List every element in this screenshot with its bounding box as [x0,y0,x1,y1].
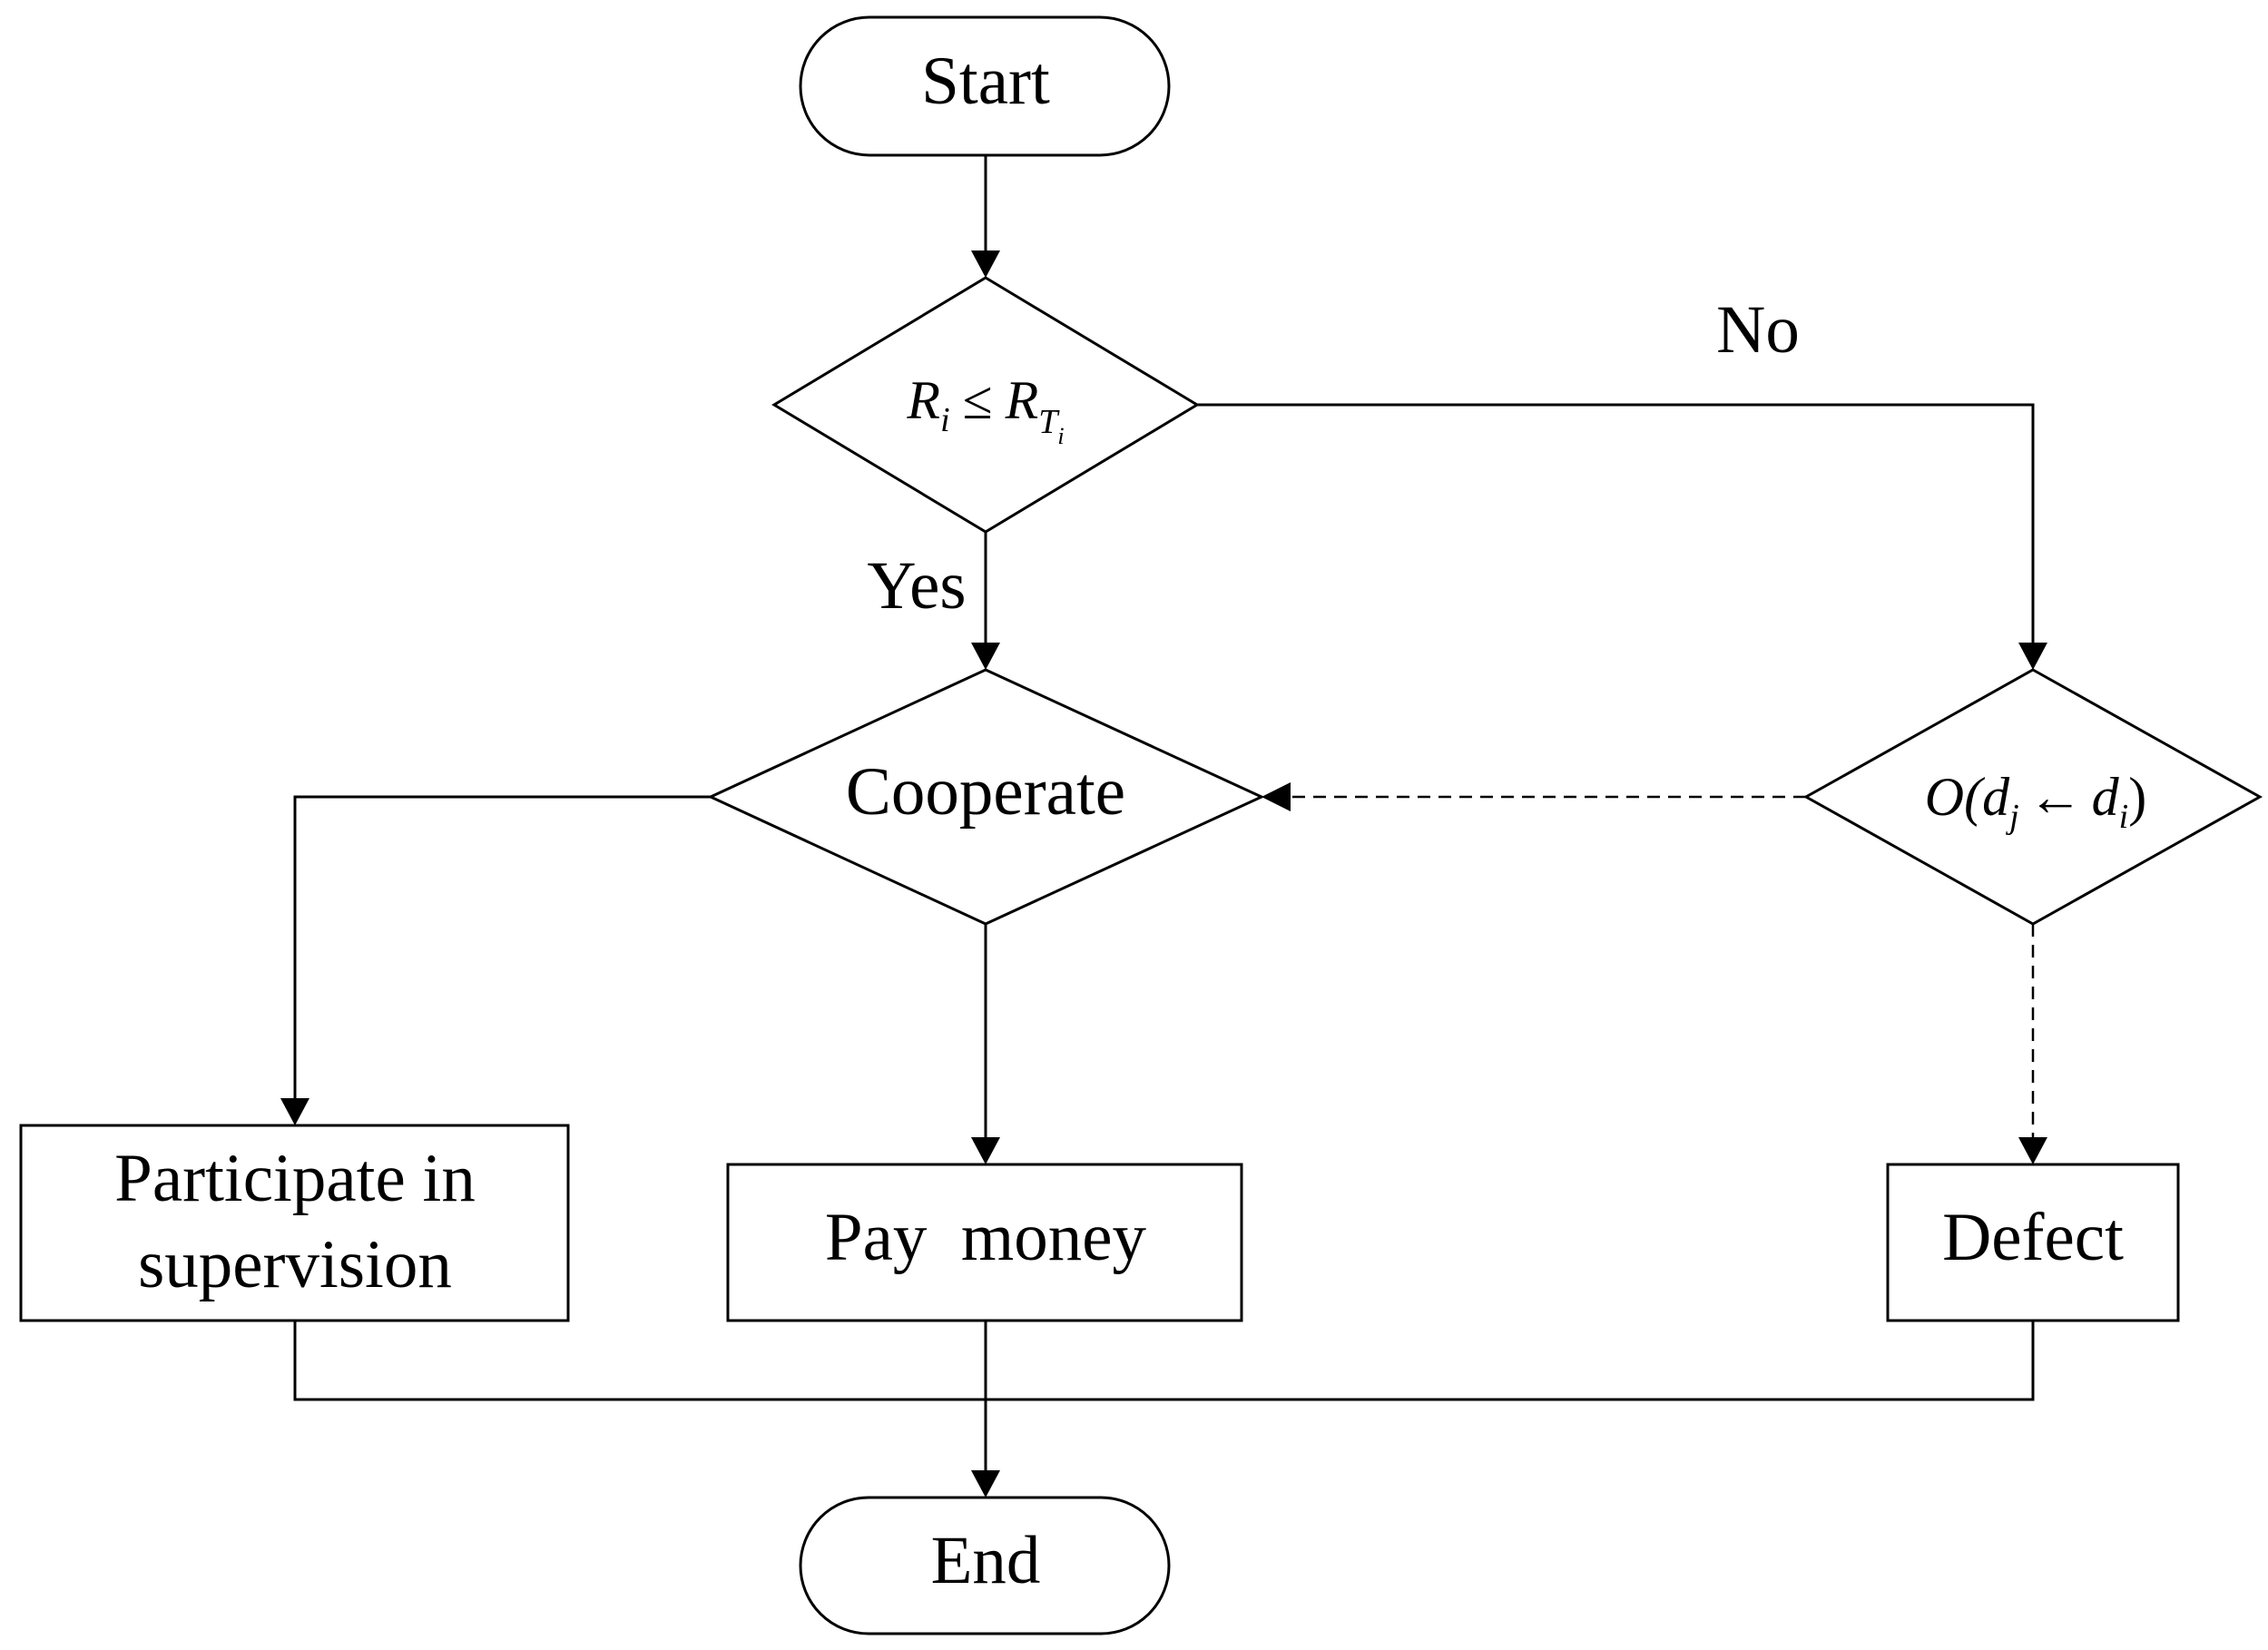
opinion-decision: O(dj←di) [1802,668,2263,926]
arrowhead-cooperate-left [1262,782,1291,811]
condition-label: Ri≤RTi [906,370,1064,449]
edge-no [1197,403,2035,643]
defect-label: Defect [1942,1200,2124,1275]
end-label: End [931,1523,1041,1598]
yes-label: Yes [867,548,966,624]
cooperate-label: Cooperate [846,754,1125,830]
edge-participate-to-merge [293,1321,2035,1401]
end-node: End [799,1496,1171,1635]
edge-cooperate-to-participate [293,795,711,1098]
opinion-label: O(dj←di) [1925,767,2146,836]
participate-label-line1: Participate in [114,1141,476,1216]
defect-box: Defect [1886,1163,2180,1322]
arrowhead-defect [2018,1137,2047,1164]
start-label: Start [921,44,1050,119]
condition-decision: Ri≤RTi [771,276,1200,534]
arrowhead-opinion [2018,643,2047,670]
no-label: No [1716,292,1800,368]
pay-money-label: Pay money [825,1200,1147,1275]
participate-box: Participate in supervision [19,1124,570,1322]
arrowhead-end [971,1470,1000,1498]
arrowhead-participate [280,1098,309,1125]
start-node: Start [799,15,1171,157]
pay-money-box: Pay money [726,1163,1243,1322]
arrowhead-cooperate [971,643,1000,670]
participate-label-line2: supervision [138,1227,452,1302]
cooperate-decision: Cooperate [707,668,1265,926]
arrowhead-pay [971,1137,1000,1164]
arrowhead-condition [971,250,1000,278]
